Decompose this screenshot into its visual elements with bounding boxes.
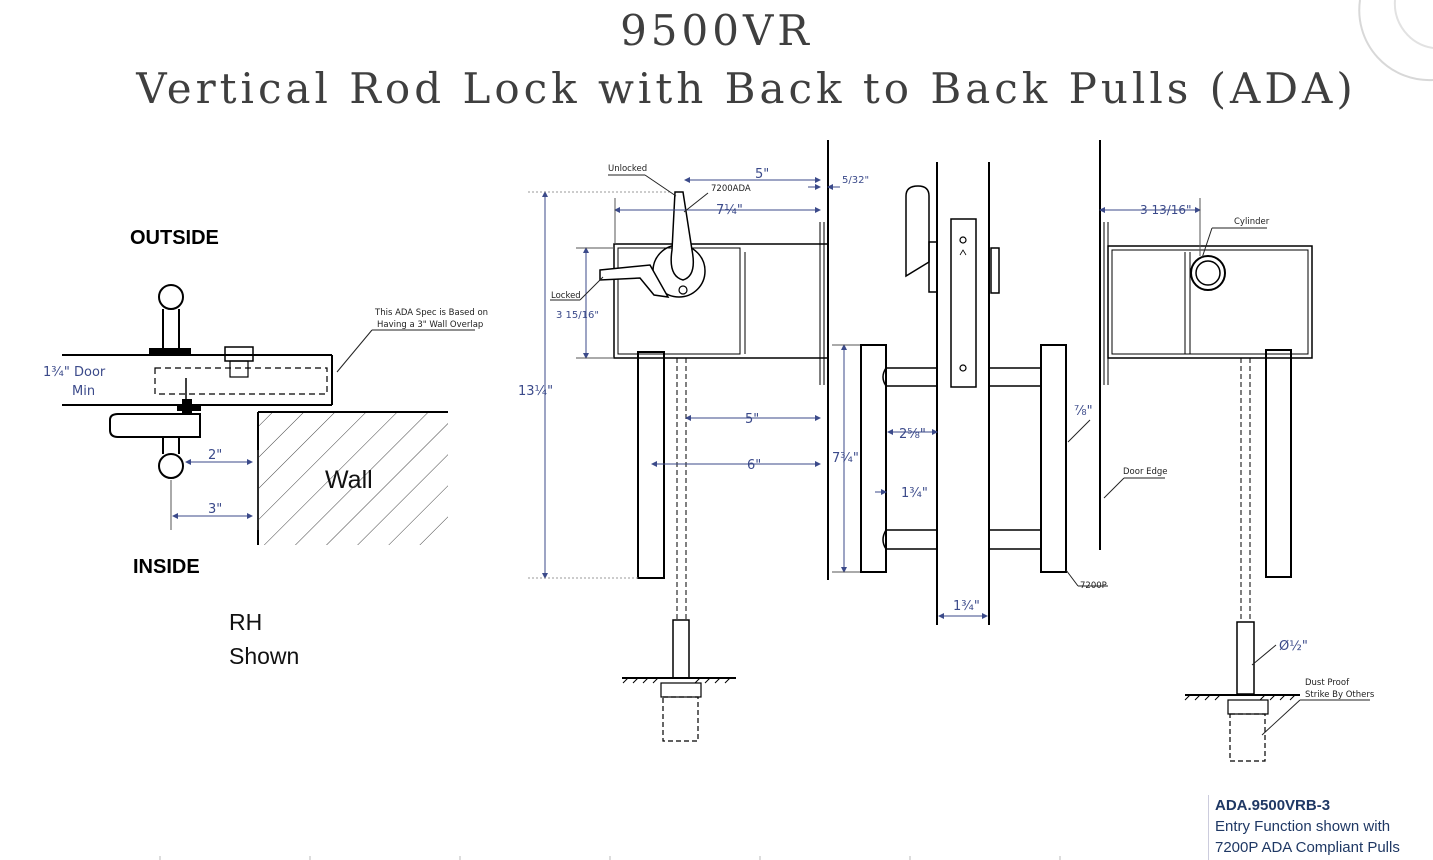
dim-7-3-4: 7¾" xyxy=(832,451,859,466)
right-dimensions xyxy=(1099,198,1370,736)
rh-label: RH xyxy=(229,609,262,635)
dim-3-13-16: 3 13/16" xyxy=(1140,203,1192,217)
page-title: 9500VR xyxy=(620,6,813,55)
plan-dimensions xyxy=(170,329,475,530)
dim-3-15-16: 3 15/16" xyxy=(556,310,599,321)
dim-6: 6" xyxy=(747,458,761,473)
plan-view xyxy=(62,284,448,545)
footer-note-line1: Entry Function shown with xyxy=(1215,818,1391,835)
wall-label: Wall xyxy=(325,466,373,494)
unlocked-label: Unlocked xyxy=(608,164,647,174)
dim-diameter-1-2: Ø½" xyxy=(1279,639,1308,654)
dim-5-mid: 5" xyxy=(745,412,759,427)
page-subtitle: Vertical Rod Lock with Back to Back Pull… xyxy=(136,64,1357,113)
model-7200ada-label: 7200ADA xyxy=(711,184,751,194)
bottom-ticks xyxy=(159,856,1061,860)
door-thickness-dim: 1¾" Door xyxy=(43,365,106,380)
right-view xyxy=(1099,140,1313,762)
shown-label: Shown xyxy=(229,643,299,669)
footer-note: ADA.9500VRB-3 Entry Function shown with … xyxy=(1208,795,1433,860)
dim-2-inch: 2" xyxy=(208,448,222,463)
dim-1-3-4-door: 1¾" xyxy=(953,599,980,614)
inside-label: INSIDE xyxy=(133,556,200,578)
locked-label: Locked xyxy=(551,291,581,301)
part-code: ADA.9500VRB-3 xyxy=(1215,797,1331,814)
front-view xyxy=(860,162,1067,625)
model-7200p-label: 7200P xyxy=(1080,581,1107,591)
ada-note-line2: Having a 3" Wall Overlap xyxy=(377,320,483,330)
dim-1-3-4-pull: 1¾" xyxy=(901,486,928,501)
outside-label: OUTSIDE xyxy=(130,227,219,249)
front-dimensions xyxy=(875,419,1108,619)
dim-5-32: 5/32" xyxy=(842,175,869,186)
dim-13-1-4: 13¼" xyxy=(518,384,553,399)
decorative-arc xyxy=(1358,0,1433,82)
footer-note-line2: 7200P ADA Compliant Pulls xyxy=(1215,839,1400,856)
ada-note-line1: This ADA Spec is Based on xyxy=(374,308,488,318)
dim-5-top: 5" xyxy=(755,167,769,182)
side-view xyxy=(599,140,829,742)
cylinder-label: Cylinder xyxy=(1234,217,1270,227)
dim-3-inch: 3" xyxy=(208,502,222,517)
dim-2-5-8: 2⅝" xyxy=(899,427,926,442)
door-edge-label: Door Edge xyxy=(1123,467,1168,477)
strike-by-others-label: Strike By Others xyxy=(1305,690,1375,700)
dim-7-8: ⅞" xyxy=(1074,404,1093,419)
door-min-label: Min xyxy=(72,384,95,399)
side-dimensions xyxy=(528,174,860,579)
dim-7-1-4: 7¼" xyxy=(716,203,743,218)
dust-proof-label: Dust Proof xyxy=(1305,678,1350,688)
